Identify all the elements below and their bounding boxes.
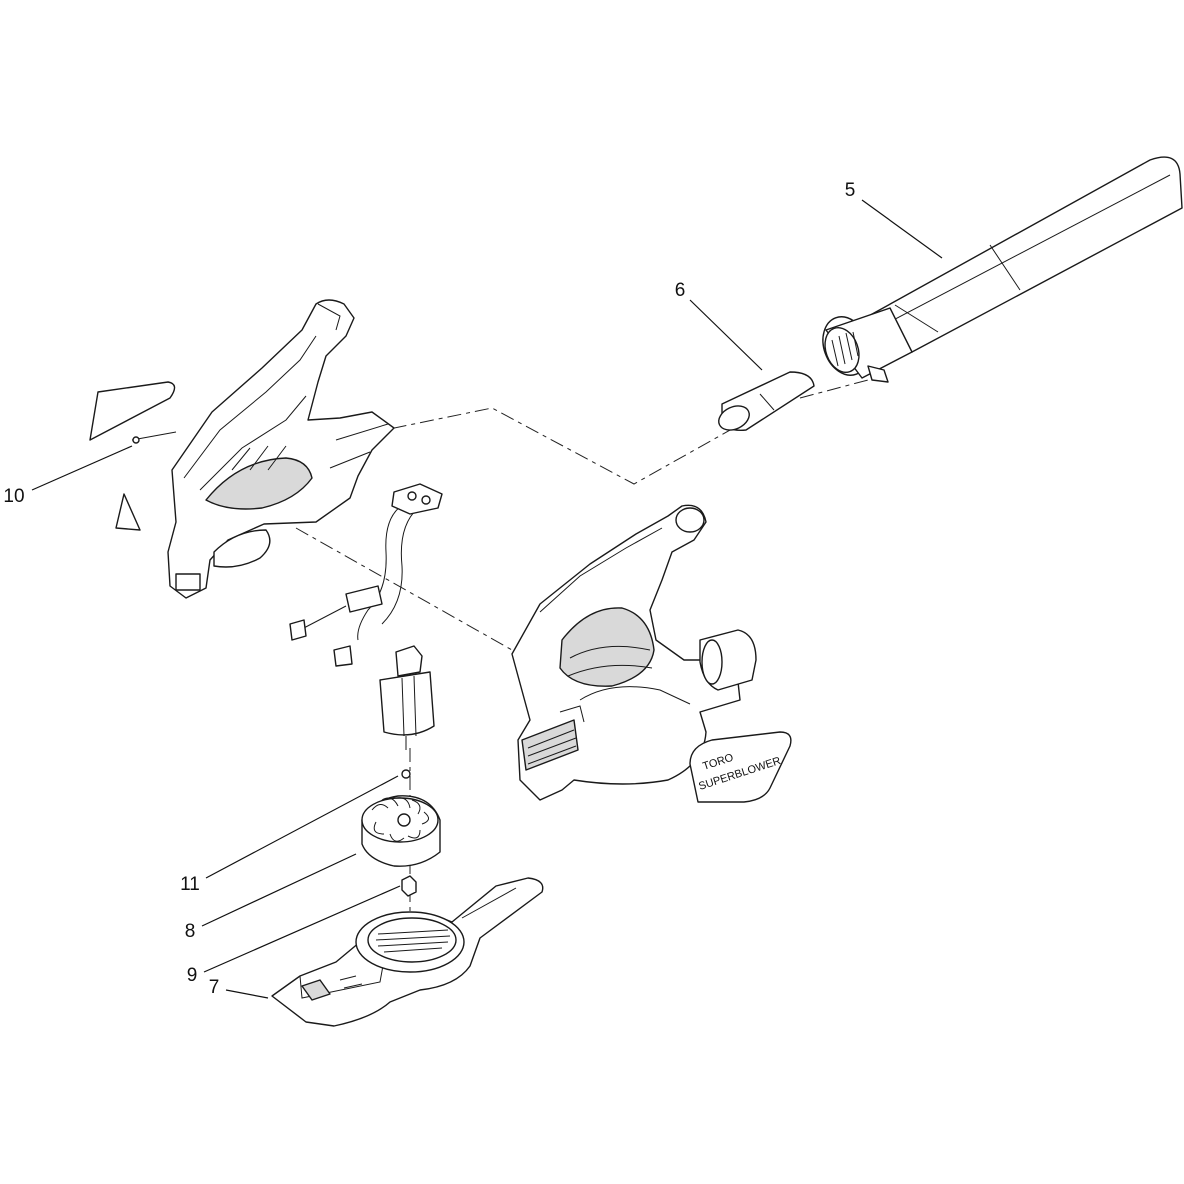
callout-6: 6 [675, 280, 686, 301]
part-9-nut [401, 875, 417, 897]
callout-7: 7 [209, 977, 220, 998]
callout-9: 9 [187, 965, 198, 986]
part-6-nozzle [718, 371, 815, 431]
part-5-blower-tube [822, 156, 1183, 383]
part-8-impeller [361, 795, 441, 867]
callout-leaders [31, 199, 943, 999]
callout-5: 5 [845, 180, 856, 201]
right-housing-assembly: TORO SUPERBLOWER [511, 504, 792, 803]
callout-10: 10 [3, 486, 24, 507]
motor [379, 645, 435, 779]
callout-11: 11 [180, 874, 200, 895]
part-10-housing-half [89, 299, 395, 599]
wiring-harness [289, 483, 443, 667]
part-7-bottom-housing [271, 877, 544, 1027]
callout-labels: 5 6 10 11 8 9 7 [3, 180, 855, 998]
callout-8: 8 [185, 921, 196, 942]
